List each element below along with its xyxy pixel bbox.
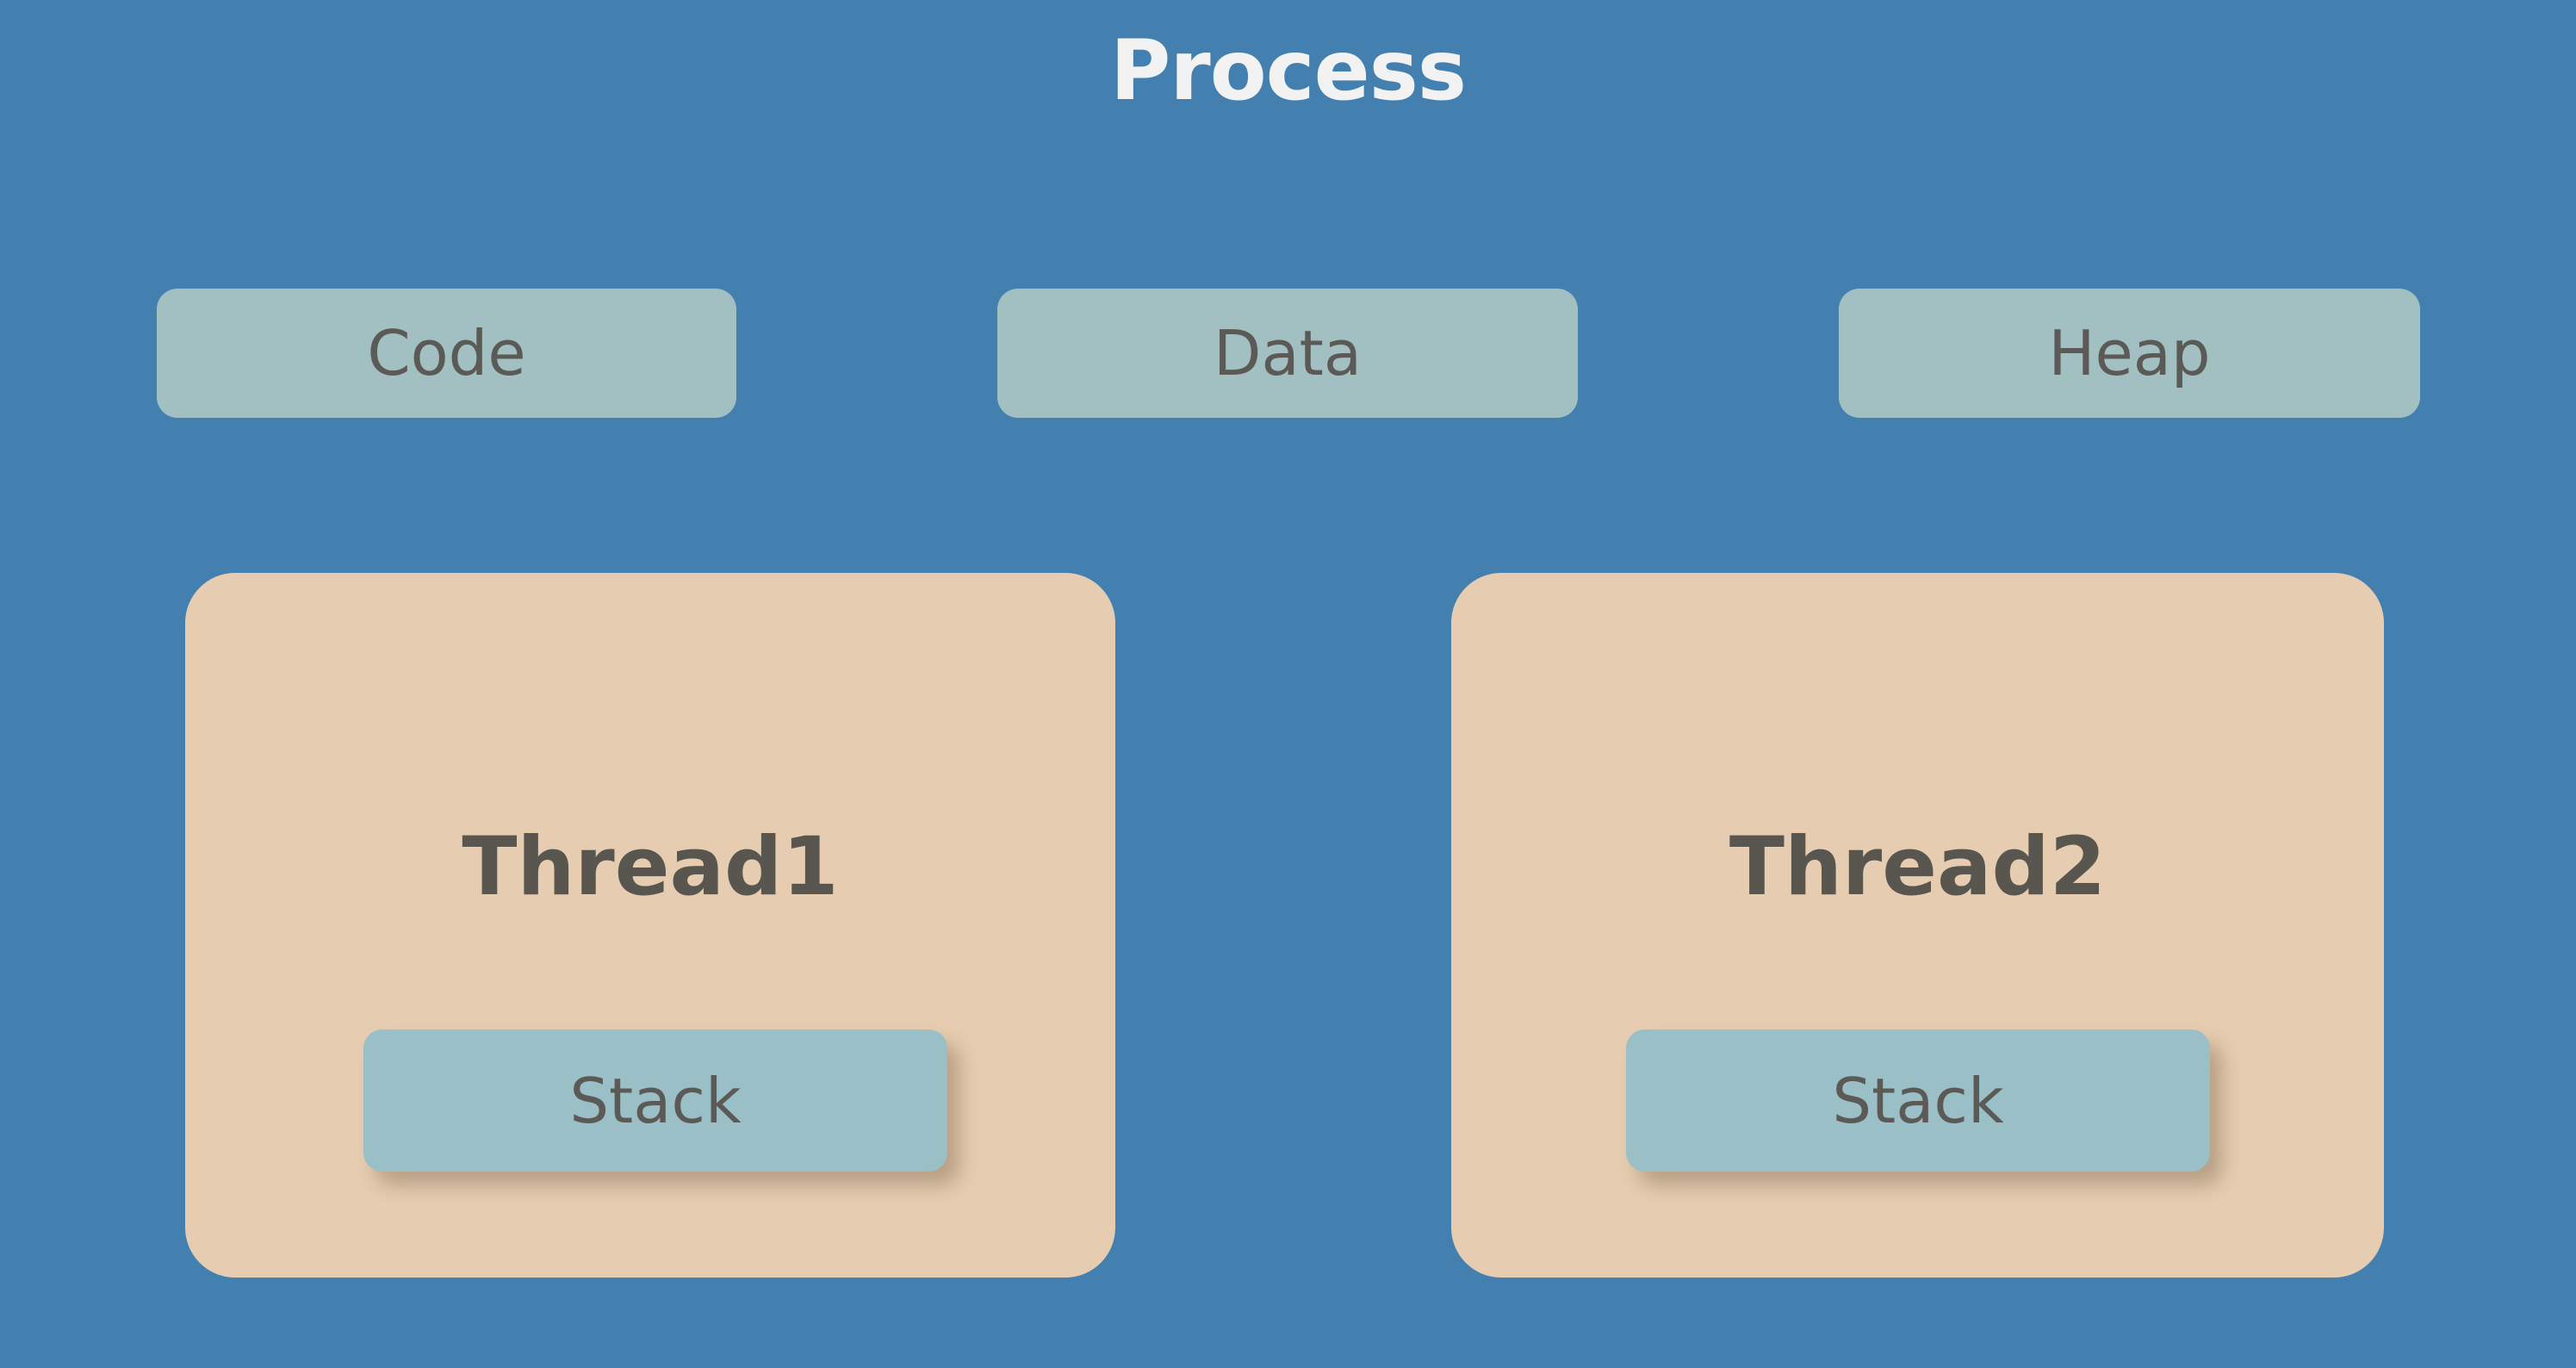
segment-box-code: Code [157,289,736,418]
thread-label-thread1: Thread1 [462,820,839,914]
segment-label-code: Code [367,317,526,389]
thread-box-thread1: Thread1 Stack [185,573,1115,1278]
segment-label-heap: Heap [2048,317,2211,389]
segment-box-data: Data [997,289,1578,418]
stack-box-thread1: Stack [363,1029,947,1172]
stack-label-thread1: Stack [569,1064,742,1137]
stack-label-thread2: Stack [1832,1064,2004,1137]
segment-label-data: Data [1214,317,1362,389]
stack-box-thread2: Stack [1626,1029,2210,1172]
thread-label-thread2: Thread2 [1729,820,2107,914]
thread-box-thread2: Thread2 Stack [1451,573,2384,1278]
memory-segment-row: Code Data Heap [0,289,2576,418]
page-title: Process [1110,22,1467,119]
segment-box-heap: Heap [1839,289,2420,418]
